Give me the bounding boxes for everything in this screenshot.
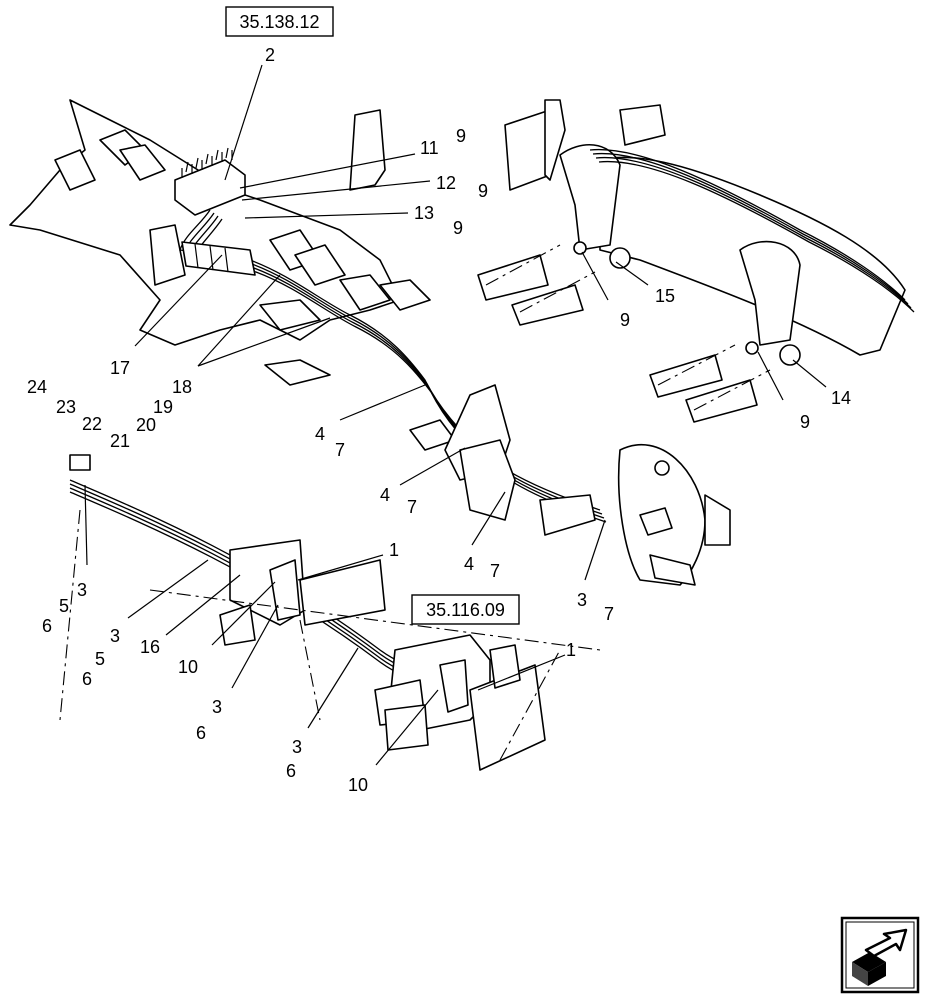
upper-right-plates [477,244,771,423]
callout-20: 20 [136,415,156,435]
callout-7-c: 7 [490,561,500,581]
callout-9-d: 9 [620,310,630,330]
next-page-button[interactable] [840,916,920,994]
lower-bar-assembly [59,454,601,771]
callout-4-c: 4 [464,554,474,574]
callout-9-b: 9 [478,181,488,201]
callout-14: 14 [831,388,851,408]
callout-13: 13 [414,203,434,223]
callout-6-b: 6 [82,669,92,689]
reference-label: 35.138.12 [239,12,319,32]
callout-9-c: 9 [453,218,463,238]
callout-21: 21 [110,431,130,451]
callout-23: 23 [56,397,76,417]
callout-10-b: 10 [348,775,368,795]
callout-17: 17 [110,358,130,378]
callout-3-a: 3 [577,590,587,610]
callout-5-a: 5 [59,596,69,616]
fan-housing [617,444,731,586]
callout-6-a: 6 [42,616,52,636]
callout-15: 15 [655,286,675,306]
callout-1-b: 1 [566,640,576,660]
reference-label: 35.116.09 [426,600,505,620]
reference-box-35-138-12[interactable]: 35.138.12 [225,6,334,37]
callout-7-d: 7 [604,604,614,624]
callout-7-b: 7 [407,497,417,517]
callout-4-b: 4 [380,485,390,505]
callout-7-a: 7 [335,440,345,460]
callout-9-a: 9 [456,126,466,146]
callout-6-d: 6 [286,761,296,781]
next-page-arrow-icon [852,928,908,986]
upper-right-frame [504,99,915,366]
callout-2: 2 [265,45,275,65]
callout-5-b: 5 [95,649,105,669]
callout-24: 24 [27,377,47,397]
callout-12: 12 [436,173,456,193]
leader-lines [84,64,827,766]
callout-3-d: 3 [212,697,222,717]
callout-3-c: 3 [110,626,120,646]
callout-22: 22 [82,414,102,434]
hose-bundle-main [179,209,607,523]
reference-box-35-116-09[interactable]: 35.116.09 [411,594,520,625]
callout-6-c: 6 [196,723,206,743]
callout-19: 19 [153,397,173,417]
callout-3-e: 3 [292,737,302,757]
callout-10-a: 10 [178,657,198,677]
callouts: 2 11 12 13 9 9 9 9 15 9 14 9 17 18 24 23… [27,45,851,795]
main-frame-upper [9,99,456,451]
callout-9-e: 9 [800,412,810,432]
callout-16: 16 [140,637,160,657]
callout-1-a: 1 [389,540,399,560]
callout-3-b: 3 [77,580,87,600]
callout-4-a: 4 [315,424,325,444]
center-bracket [444,384,596,536]
callout-11: 11 [420,138,439,158]
callout-18: 18 [172,377,192,397]
